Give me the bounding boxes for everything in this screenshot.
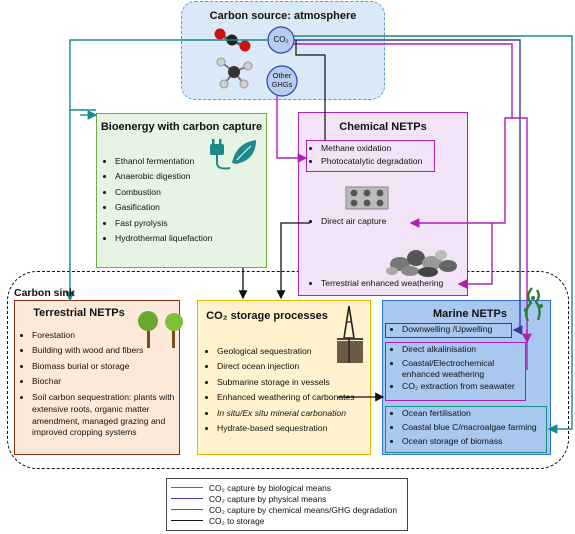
list-item: Terrestrial enhanced weathering [321, 278, 467, 290]
carbon-sink-region [7, 271, 569, 469]
arrow-ghg-to-chemical [276, 96, 308, 163]
list-item: Hydrate-based sequestration [217, 423, 369, 435]
list-item: Fast pyrolysis [115, 218, 261, 230]
carbon-source-title: Carbon source: atmosphere [209, 10, 357, 22]
chemical-weathering-list: Terrestrial enhanced weathering [307, 278, 467, 293]
list-item: Biomass burial or storage [32, 361, 176, 373]
list-item: Building with wood and fibers [32, 345, 176, 357]
list-item: Ethanol fermentation [115, 156, 261, 168]
chemical-ghg-list: Methane oxidation Photocatalytic degrada… [307, 143, 435, 171]
list-item: Anaerobic digestion [115, 171, 261, 183]
list-item: Downwelling /Upwelling [402, 324, 513, 336]
other-ghgs-line2: GHGs [271, 79, 293, 89]
other-ghgs-line1: Other [272, 71, 292, 80]
co2-circle-label: CO₂ [273, 35, 289, 44]
other-ghgs-circle [266, 65, 298, 97]
legend-swatch [171, 487, 203, 488]
list-item: Ocean fertilisation [402, 408, 548, 420]
terrestrial-list: Forestation Building with wood and fiber… [18, 330, 176, 443]
legend-label: CO₂ to storage [209, 515, 265, 526]
legend-swatch [171, 498, 203, 499]
chemical-dac-list: Direct air capture [307, 216, 417, 231]
arrow-co2-to-marine-bio [294, 35, 573, 434]
list-item: Soil carbon sequestration: plants with e… [32, 392, 176, 439]
bioenergy-box [96, 113, 267, 268]
marine-physical-list: Downwelling /Upwelling [388, 324, 513, 339]
storage-processes-box [197, 300, 371, 455]
legend-label: CO₂ capture by chemical means/GHG degrad… [209, 504, 398, 515]
arrow-co2-to-bioenergy [69, 39, 268, 111]
list-item: Ocean storage of biomass [402, 436, 548, 448]
list-item: CO₂ extraction from seawater [402, 381, 526, 393]
bioenergy-plug-leaf-icon [210, 139, 256, 170]
list-item: Methane oxidation [321, 143, 435, 155]
bioenergy-title: Bioenergy with carbon capture [100, 121, 263, 133]
dac-unit-icon [345, 186, 389, 210]
list-item: In situ/Ex situ mineral carbonation [217, 408, 369, 420]
legend-swatch [171, 520, 203, 521]
legend-item-chemical: CO₂ capture by chemical means/GHG degrad… [171, 504, 403, 515]
list-item: Photocatalytic degradation [321, 156, 435, 168]
list-item: Coastal/Electrochemical enhanced weather… [402, 358, 526, 379]
marine-biological-list: Ocean fertilisation Coastal blue C/macro… [388, 408, 548, 451]
legend-label: CO₂ capture by physical means [209, 493, 327, 504]
seaweed-icon [524, 287, 543, 322]
arrow-co2-to-dac [409, 117, 512, 228]
chemical-title: Chemical NETPs [339, 121, 427, 133]
list-item: Coastal blue C/macroalgae farming [402, 422, 548, 434]
marine-chemical-box [385, 342, 526, 401]
bioenergy-list: Ethanol fermentation Anaerobic digestion… [101, 156, 261, 249]
marine-chemical-list: Direct alkalinisation Coastal/Electroche… [388, 344, 526, 397]
arrow-co2-to-weathering [457, 223, 493, 289]
list-item: Direct ocean injection [217, 361, 369, 373]
methane-molecule-icon [216, 57, 253, 89]
carbon-sink-title: Carbon sink [14, 287, 75, 299]
list-item: Biochar [32, 376, 176, 388]
storage-title: CO₂ storage processes [206, 310, 328, 322]
marine-physical-box [385, 323, 512, 338]
arrow-dac-to-atmosphere [295, 40, 326, 140]
rocks-icon [386, 250, 457, 277]
list-item: Enhanced weathering of carbonates [217, 392, 369, 404]
list-item: Submarine storage in vessels [217, 377, 369, 389]
trees-icon [138, 311, 183, 348]
marine-biological-box [385, 406, 547, 453]
list-item: Hydrothermal liquefaction [115, 233, 261, 245]
legend-item-physical: CO₂ capture by physical means [171, 493, 403, 504]
co2-molecule-icon [214, 28, 251, 52]
legend-label: CO₂ capture by biological means [209, 482, 331, 493]
terrestrial-title: Terrestrial NETPs [33, 307, 125, 319]
list-item: Geological sequestration [217, 346, 369, 358]
list-item: Forestation [32, 330, 176, 342]
other-ghgs-label: Other GHGs [266, 71, 298, 89]
arrow-dac-to-storage [276, 222, 310, 300]
legend-item-storage: CO₂ to storage [171, 515, 403, 526]
legend: CO₂ capture by biological means CO₂ capt… [166, 478, 408, 531]
list-item: Gasification [115, 202, 261, 214]
list-item: Direct air capture [321, 216, 417, 228]
list-item: Direct alkalinisation [402, 344, 526, 356]
marine-title: Marine NETPs [433, 308, 507, 320]
storage-list: Geological sequestration Direct ocean in… [203, 346, 369, 439]
list-item: Combustion [115, 187, 261, 199]
legend-swatch [171, 509, 203, 510]
arrow-co2-to-downwelling [294, 39, 523, 335]
legend-item-biological: CO₂ capture by biological means [171, 482, 403, 493]
marine-netps-box [382, 300, 551, 455]
storage-rig-icon [337, 305, 363, 363]
